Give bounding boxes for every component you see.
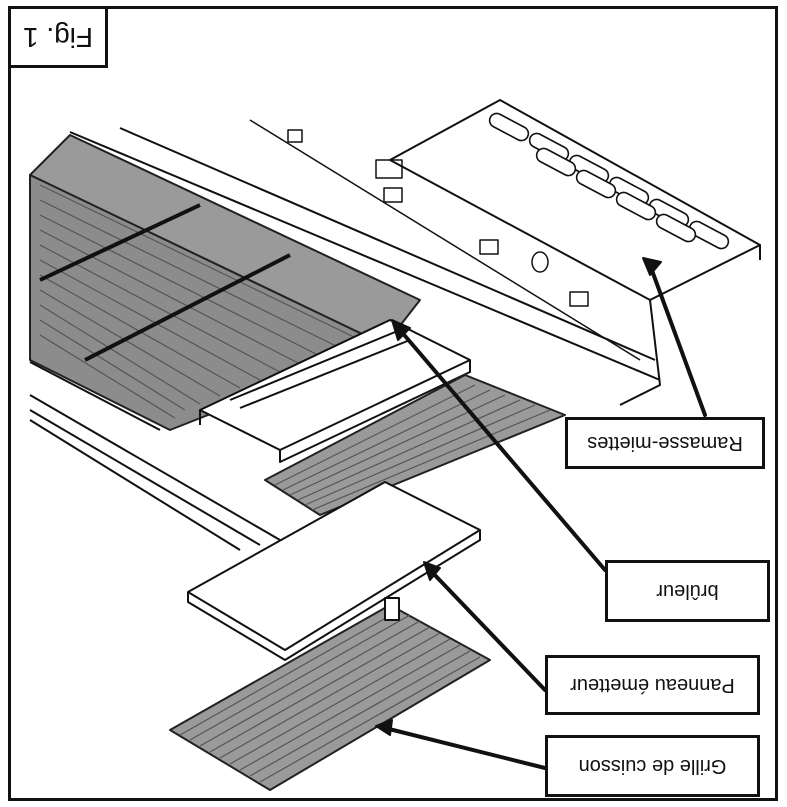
grill-frame-rails	[29, 119, 661, 551]
callout-grille-de-cuisson: Grille de cuisson	[545, 735, 760, 797]
radiant-panel-drawing	[187, 481, 481, 661]
figure-label-box: Fig. 1	[8, 6, 108, 68]
callout-label: Ramasse-miettes	[587, 432, 743, 455]
cooking-grate-drawing	[169, 597, 491, 791]
callout-label: brûleur	[656, 580, 719, 603]
figure-label: Fig. 1	[22, 22, 94, 53]
burner-drawing	[199, 319, 471, 463]
middle-grate-drawing	[264, 374, 566, 516]
crumb-tray-drawing	[287, 99, 761, 406]
callout-bruleur: brûleur	[605, 560, 770, 622]
callout-ramasse-miettes: Ramasse-miettes	[565, 417, 765, 469]
leader-arrows	[375, 257, 707, 770]
callout-label: Grille de cuisson	[578, 755, 727, 778]
callout-label: Panneau émetteur	[570, 674, 735, 697]
callout-panneau-emetteur: Panneau émetteur	[545, 655, 760, 715]
